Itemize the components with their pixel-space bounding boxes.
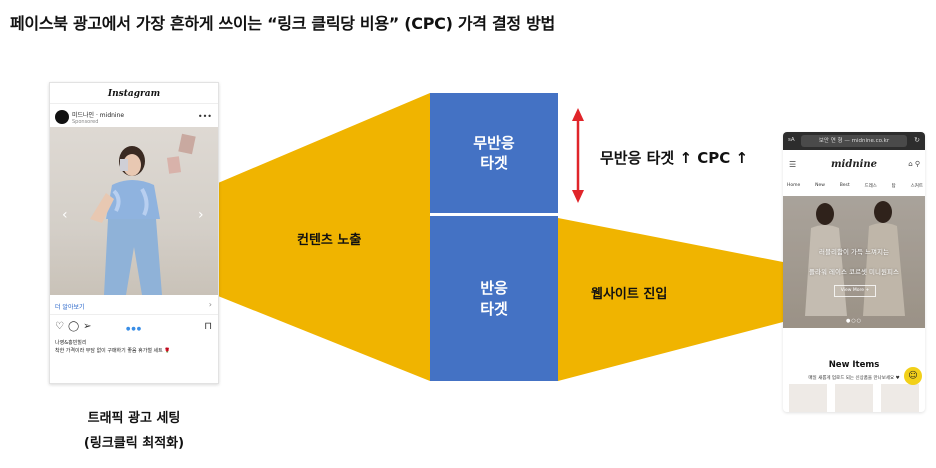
comment-icon[interactable]: ◯	[67, 321, 84, 332]
more-options-icon[interactable]: •••	[197, 112, 212, 121]
sponsored-label: Sponsored	[72, 119, 99, 125]
learn-more-link[interactable]: 더 알아보기	[55, 304, 85, 311]
chevron-right-icon[interactable]: ›	[208, 300, 212, 309]
exposure-label: 컨텐츠 노출	[297, 233, 362, 248]
action-icons: ♡◯➢	[55, 321, 96, 332]
nav-item[interactable]: Home	[787, 183, 801, 188]
divider	[50, 314, 218, 315]
hamburger-menu-icon[interactable]: ☰	[789, 160, 797, 169]
response-line2: 타겟	[480, 299, 508, 318]
new-items-title: New Items	[828, 360, 880, 370]
url-field[interactable]: 보안 연 형 — midnine.co.kr	[801, 135, 907, 147]
cpc-note: 무반응 타겟 ↑ CPC ↑	[600, 149, 749, 167]
view-more-button[interactable]: View More +	[834, 285, 876, 297]
new-items-subtitle: 매일 새롭게 업로드 되는 신상품을 만나보세요 ♥	[808, 376, 900, 381]
hero-pager: ●○○	[845, 318, 863, 324]
product-thumb[interactable]	[835, 384, 873, 412]
product-thumb[interactable]	[881, 384, 919, 412]
text-size-icon[interactable]: ꜱA	[788, 137, 795, 143]
ad-username: 미드나인 · midnine	[72, 112, 125, 119]
ad-photo: ‹ ›	[50, 127, 218, 295]
nav-item[interactable]: New	[815, 183, 825, 188]
hero-title-line1: 러블리함이 가득 느껴지는	[819, 248, 889, 256]
page-title: 페이스북 광고에서 가장 흔하게 쓰이는 “링크 클릭당 비용” (CPC) 가…	[10, 14, 555, 33]
nav-item[interactable]: Best	[839, 183, 850, 188]
website-visit-label: 웹사이트 진입	[591, 287, 668, 302]
svg-text:›: ›	[198, 207, 204, 223]
non-response-target-box: 무반응 타겟	[430, 93, 558, 213]
response-target-box: 반응 타겟	[430, 216, 558, 381]
heart-icon[interactable]: ♡	[55, 321, 68, 332]
model-illustration: ‹ ›	[62, 133, 204, 295]
instagram-ad-preview: Instagram 미드나인 · midnine Sponsored ••• ‹…	[49, 82, 219, 384]
exposure-funnel	[218, 93, 430, 381]
website-preview: ꜱA 보안 연 형 — midnine.co.kr ↻ ☰ midnine ⌂ …	[783, 132, 925, 412]
non-response-line2: 타겟	[480, 154, 508, 172]
site-logo[interactable]: midnine	[830, 159, 878, 170]
caption-line2: 착한 가격이라 부담 없이 구매하기 좋음 휴가철 세트 🌹	[55, 348, 171, 354]
chat-icon[interactable]: ☺	[904, 367, 922, 385]
ad-setting-caption: 트래픽 광고 세팅	[87, 411, 181, 426]
arrow-head-down	[572, 190, 584, 203]
nav-item[interactable]: 스커트	[910, 184, 923, 189]
avatar	[55, 110, 69, 124]
nav-item[interactable]: 드레스	[864, 184, 877, 189]
response-line1: 반응	[480, 279, 508, 298]
non-response-line1: 무반응	[473, 133, 515, 152]
product-thumb[interactable]	[789, 384, 827, 412]
bookmark-icon[interactable]: ⊓	[204, 321, 212, 332]
arrow-head-up	[572, 108, 584, 121]
browser-bar: ꜱA 보안 연 형 — midnine.co.kr ↻	[783, 132, 925, 150]
hero-title-line2: 플라워 레이스 코르셋 미니원피스	[809, 268, 899, 276]
cart-search-icons[interactable]: ⌂ ⚲	[908, 160, 920, 168]
svg-text:‹: ‹	[62, 207, 68, 223]
header-divider	[50, 103, 218, 104]
visit-funnel	[558, 218, 783, 381]
caption-line1: 나영&홍빈힐리	[55, 340, 87, 346]
hero-banner[interactable]	[783, 196, 925, 328]
reload-icon[interactable]: ↻	[914, 136, 920, 144]
instagram-logo: Instagram	[107, 89, 161, 99]
nav-item[interactable]: 탑	[891, 184, 896, 189]
ad-setting-subcaption: (링크클릭 최적화)	[83, 436, 185, 451]
site-nav: Home New Best 드레스 탑 스커트	[787, 183, 923, 189]
share-icon[interactable]: ➢	[83, 321, 96, 332]
hero-models-illustration	[783, 196, 925, 328]
carousel-indicator: ●●●	[126, 326, 143, 332]
